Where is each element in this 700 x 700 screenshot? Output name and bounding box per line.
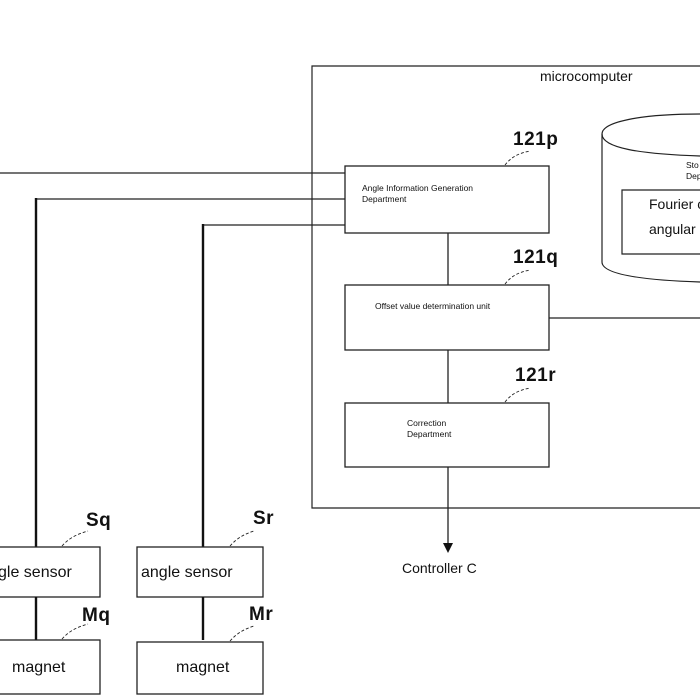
storage-title-line1: Sto bbox=[686, 160, 699, 170]
storage-cylinder-top bbox=[601, 133, 700, 157]
mr-ref: Mr bbox=[249, 604, 273, 625]
sr-ref-leader bbox=[229, 530, 255, 547]
storage-title-line2: Dep bbox=[686, 171, 700, 181]
sr-ref: Sr bbox=[253, 508, 274, 529]
storage-department: Sto Dep Fourier c angular c bbox=[601, 113, 700, 283]
controller-label: Controller C bbox=[402, 560, 477, 576]
angle-sensor-sq bbox=[0, 546, 101, 598]
offset-ref: 121q bbox=[513, 247, 558, 268]
offset-ref-leader bbox=[504, 269, 531, 285]
correction-line1: Correction bbox=[407, 418, 446, 428]
correction-line2: Department bbox=[407, 429, 452, 439]
magnet-mq-label: magnet bbox=[12, 659, 66, 676]
sq-ref-leader bbox=[61, 530, 89, 547]
microcomputer-label: microcomputer bbox=[540, 68, 633, 84]
storage-content-line1: Fourier c bbox=[649, 196, 700, 212]
sq-ref: Sq bbox=[86, 510, 111, 531]
mq-ref-leader bbox=[61, 623, 89, 640]
angle-info-ref: 121p bbox=[513, 129, 558, 150]
angle-sensor-sq-label: gle sensor bbox=[0, 564, 72, 581]
offset-block bbox=[344, 284, 550, 351]
magnet-mr-label: magnet bbox=[176, 659, 230, 676]
correction-ref: 121r bbox=[515, 365, 556, 386]
magnet-mq bbox=[0, 639, 101, 695]
angle-info-ref-leader bbox=[504, 150, 531, 166]
correction-block bbox=[344, 402, 550, 468]
mr-ref-leader bbox=[229, 625, 255, 642]
angle-info-block bbox=[344, 165, 550, 234]
angle-info-line1: Angle Information Generation bbox=[362, 183, 473, 193]
microcomputer-frame bbox=[311, 65, 700, 509]
magnet-mr bbox=[136, 641, 264, 695]
correction-ref-leader bbox=[504, 387, 531, 403]
angle-sensor-sr-label: angle sensor bbox=[141, 564, 233, 581]
storage-content-line2: angular c bbox=[649, 221, 700, 237]
storage-content-box bbox=[621, 189, 700, 255]
offset-line1: Offset value determination unit bbox=[375, 301, 491, 311]
mq-ref: Mq bbox=[82, 605, 110, 626]
angle-info-line2: Department bbox=[362, 194, 407, 204]
angle-sensor-sr bbox=[136, 546, 264, 598]
storage-cylinder-body bbox=[601, 113, 700, 283]
